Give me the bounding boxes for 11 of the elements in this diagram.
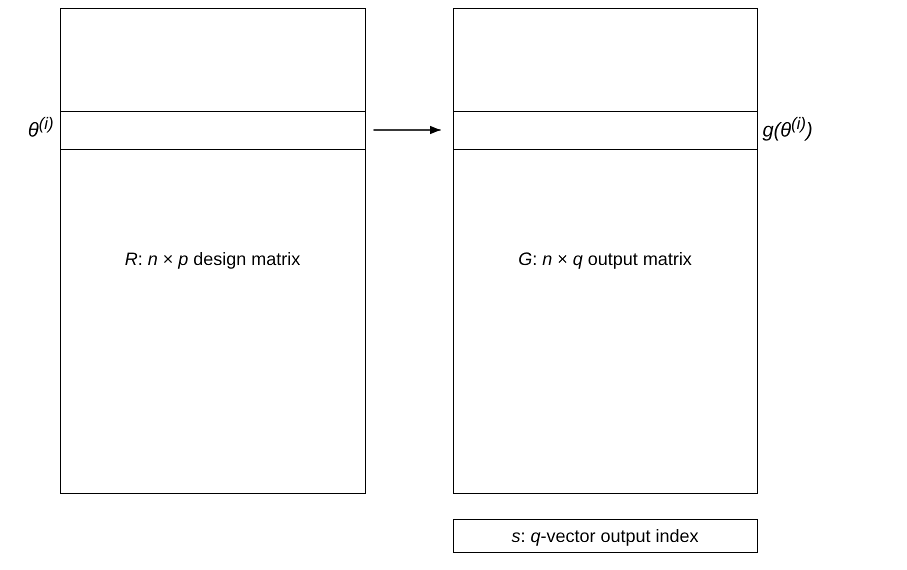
- matrix-box: [60, 8, 366, 494]
- matrix-box: [453, 8, 758, 494]
- arrow: [374, 126, 440, 134]
- row-strip: [452, 110, 758, 150]
- row-label: g(θ$^{(i)}$): [762, 114, 813, 142]
- index-vector-box: [453, 519, 758, 553]
- matrix-label: s: q-vector output index: [511, 526, 699, 547]
- row-label: θ$^{(i)}$: [28, 114, 54, 142]
- matrix-label: R: n × p design matrix: [124, 249, 300, 270]
- row-strip: [60, 110, 366, 150]
- matrix-label: G: n × q output matrix: [518, 249, 692, 270]
